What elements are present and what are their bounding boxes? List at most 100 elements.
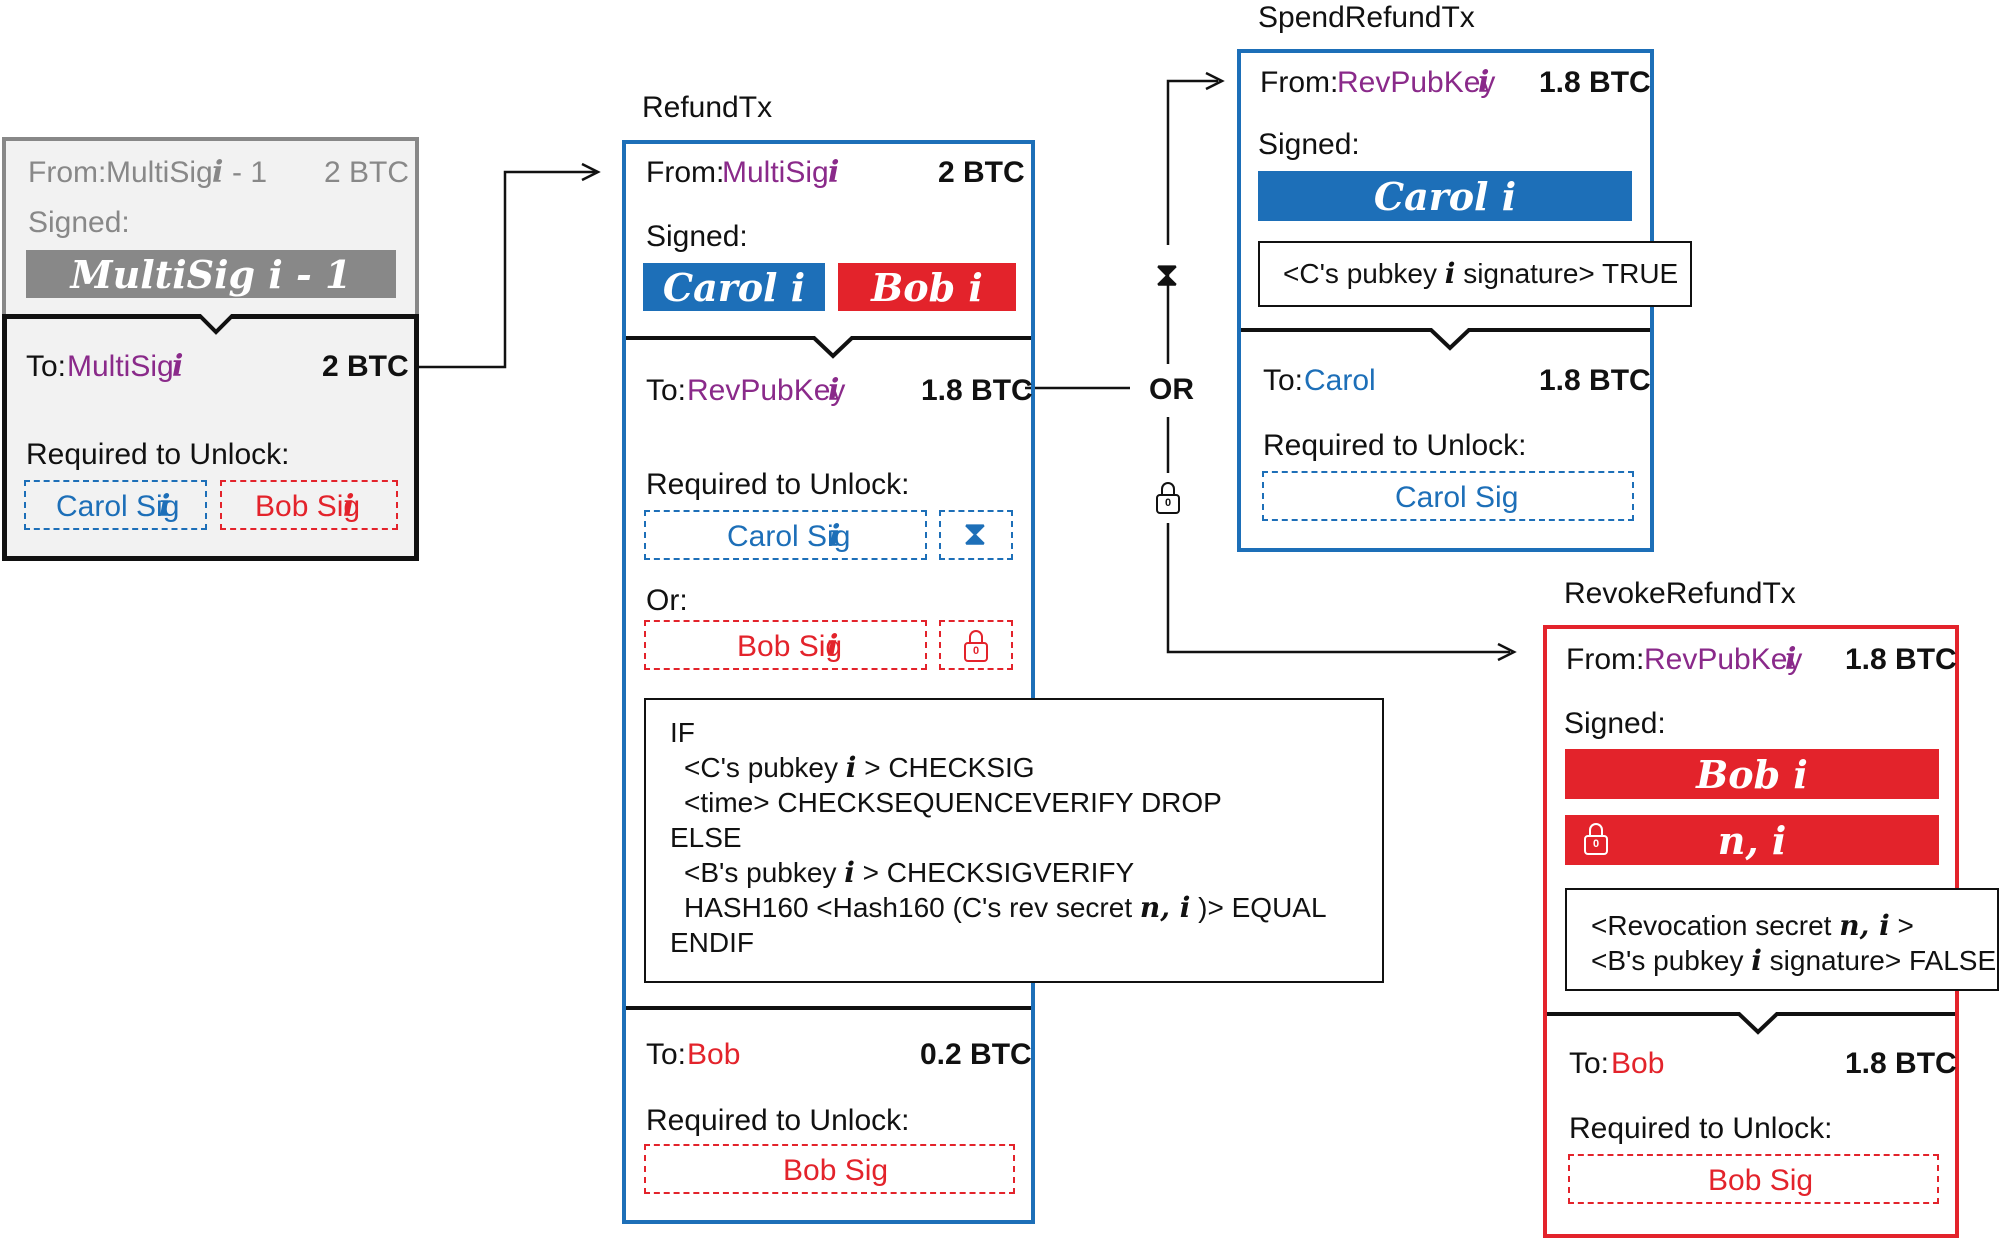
- from-label: From:: [646, 156, 725, 189]
- carol-sig-requirement: [1262, 471, 1634, 521]
- refund-tx-title: RefundTx: [642, 91, 773, 124]
- to-label: To:: [646, 1038, 687, 1071]
- revoke-witness: [1565, 888, 1999, 991]
- required-label: Required to Unlock:: [1569, 1112, 1833, 1145]
- to-label: To:: [1263, 364, 1304, 397]
- or-to-revoke-connector: [1166, 523, 1510, 654]
- to-label: To:: [646, 374, 687, 407]
- carol-sig-label: Carol Sig: [727, 520, 851, 553]
- spend-refund-tx-title: SpendRefundTx: [1258, 1, 1475, 34]
- to-value: Carol: [1304, 364, 1376, 397]
- bob-sig-index: i: [827, 629, 839, 664]
- carol-sig-index: i: [829, 519, 841, 554]
- required-label: Required to Unlock:: [646, 1104, 910, 1137]
- from-label: From:: [28, 156, 107, 189]
- to-value: RevPubKey: [687, 374, 846, 407]
- from-amount: 1.8 BTC: [1845, 643, 1957, 676]
- signed-label: Signed:: [1564, 707, 1666, 740]
- refund-tx: [622, 140, 1035, 1224]
- from-value: MultiSig: [722, 156, 829, 189]
- to-label: To:: [26, 350, 67, 383]
- to-value: Bob: [1611, 1047, 1665, 1080]
- from-index: i: [1478, 65, 1490, 100]
- from-index: i: [828, 155, 840, 190]
- output-notch: [810, 336, 856, 359]
- from-label: From:: [1566, 643, 1645, 676]
- to-index: i: [828, 373, 840, 408]
- from-amount: 1.8 BTC: [1539, 66, 1651, 99]
- carol-sig-index: i: [159, 489, 171, 524]
- carol-sig-label: Carol Sig: [1395, 481, 1519, 514]
- carol-signature-bar: Carol i: [643, 263, 825, 311]
- bob-sig-label: Bob Sig: [1708, 1164, 1814, 1197]
- script-line: <C's pubkey i > CHECKSIG: [684, 751, 1035, 784]
- output-notch: [1427, 328, 1473, 351]
- from-label: From:: [1260, 66, 1339, 99]
- required-label: Required to Unlock:: [26, 438, 290, 471]
- refund-divider-2: [626, 1006, 1031, 1010]
- bob-sig-index: i: [343, 489, 355, 524]
- to-amount: 1.8 BTC: [921, 374, 1033, 407]
- lock-icon: [1156, 482, 1180, 514]
- to-amount: 0.2 BTC: [920, 1038, 1032, 1071]
- carol-sig-label: Carol Sig: [56, 490, 180, 523]
- timelock-requirement: [939, 510, 1013, 560]
- revocation-requirement: [939, 620, 1013, 670]
- signed-label: Signed:: [646, 220, 748, 253]
- to-value: Bob: [687, 1038, 741, 1071]
- signed-label: Signed:: [28, 206, 130, 239]
- from-index: i: [1785, 642, 1797, 677]
- signed-label: Signed:: [1258, 128, 1360, 161]
- carol-sig-requirement: [644, 510, 927, 560]
- or-label: Or:: [646, 584, 688, 617]
- bob-sig-label: Bob Sig: [783, 1154, 889, 1187]
- output-notch: [196, 314, 236, 335]
- to-amount: 1.8 BTC: [1539, 364, 1651, 397]
- required-label: Required to Unlock:: [1263, 429, 1527, 462]
- witness-text: <Revocation secret n, i > <B's pubkey i …: [1591, 909, 1997, 977]
- bob-sig-label: Bob Sig: [737, 630, 843, 663]
- from-value: RevPubKey: [1644, 643, 1803, 676]
- bob-sig-requirement: [644, 1144, 1015, 1194]
- carol-signature-bar: Carol i: [1258, 171, 1632, 221]
- bob-sig-requirement: [1568, 1154, 1939, 1204]
- from-amount: 2 BTC: [324, 156, 410, 189]
- to-value: MultiSig: [67, 350, 174, 383]
- from-value: RevPubKey: [1337, 66, 1496, 99]
- hourglass-icon: ⧗: [1155, 256, 1179, 294]
- or-to-spend-connector: [1166, 79, 1218, 245]
- script-line: ENDIF: [670, 927, 754, 958]
- script-line: <time> CHECKSEQUENCEVERIFY DROP: [684, 787, 1222, 818]
- bob-signature-bar: Bob i: [838, 263, 1016, 311]
- to-label: To:: [1569, 1047, 1610, 1080]
- from-index: i: [212, 155, 224, 190]
- revoke-refund-tx-title: RevokeRefundTx: [1564, 577, 1796, 610]
- bob-sig-requirement: [644, 620, 927, 670]
- script-line: ELSE: [670, 822, 742, 853]
- refund-script-text: IF <C's pubkey i > CHECKSIG <time> CHECK…: [670, 715, 1327, 960]
- or-node: OR: [1149, 373, 1194, 406]
- to-amount: 2 BTC: [322, 350, 409, 383]
- multisig-signature-bar: MultiSig i - 1: [26, 250, 396, 298]
- script-line: <B's pubkey i > CHECKSIGVERIFY: [684, 856, 1135, 889]
- bob-sig-label: Bob Sig: [255, 490, 361, 523]
- to-index: i: [172, 349, 184, 384]
- bob-sig-requirement: [220, 480, 398, 530]
- lock-icon: [1584, 823, 1608, 855]
- refund-script: [644, 698, 1384, 983]
- script-line: IF: [670, 717, 695, 748]
- revocation-secret-bar: n, i: [1565, 815, 1939, 865]
- required-label: Required to Unlock:: [646, 468, 910, 501]
- hourglass-icon: ⧗: [963, 515, 987, 553]
- carol-sig-requirement: [24, 480, 207, 530]
- from-suffix: - 1: [232, 156, 268, 189]
- left-to-refund-connector: [404, 170, 595, 369]
- output-notch: [1735, 1012, 1781, 1035]
- script-line: HASH160 <Hash160 (C's rev secret n, i )>…: [684, 891, 1327, 924]
- spend-witness: [1258, 241, 1692, 307]
- bob-signature-bar: Bob i: [1565, 749, 1939, 799]
- lock-icon: [964, 630, 988, 662]
- witness-text: <C's pubkey i signature> TRUE: [1283, 257, 1679, 290]
- from-value: MultiSig: [106, 156, 213, 189]
